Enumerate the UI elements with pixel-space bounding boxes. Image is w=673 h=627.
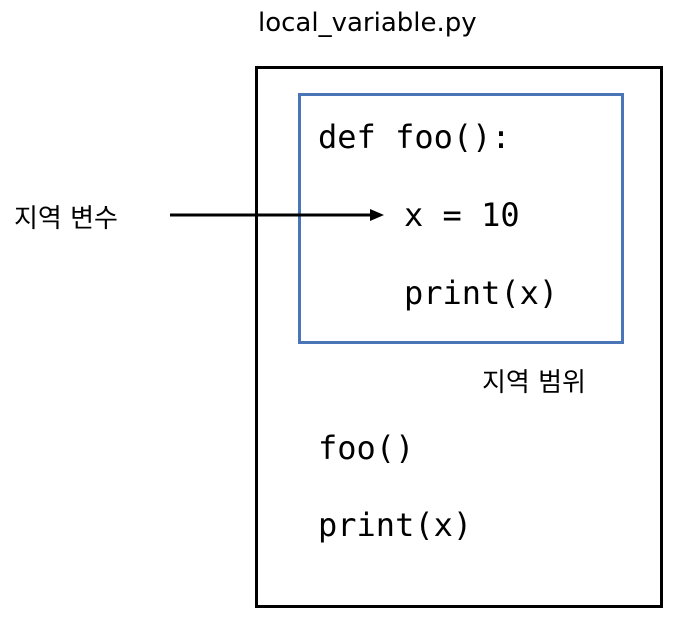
local-scope-box <box>298 93 624 344</box>
file-title: local_variable.py <box>258 8 477 38</box>
code-func-def: def foo(): <box>318 118 511 156</box>
code-outer-print: print(x) <box>318 506 473 544</box>
file-box <box>255 66 663 608</box>
local-scope-label: 지역 범위 <box>482 368 586 398</box>
code-assign: x = 10 <box>404 196 520 234</box>
local-variable-label: 지역 변수 <box>14 204 118 234</box>
code-call: foo() <box>318 429 415 467</box>
code-inner-print: print(x) <box>404 274 559 312</box>
arrow-head <box>370 209 384 221</box>
